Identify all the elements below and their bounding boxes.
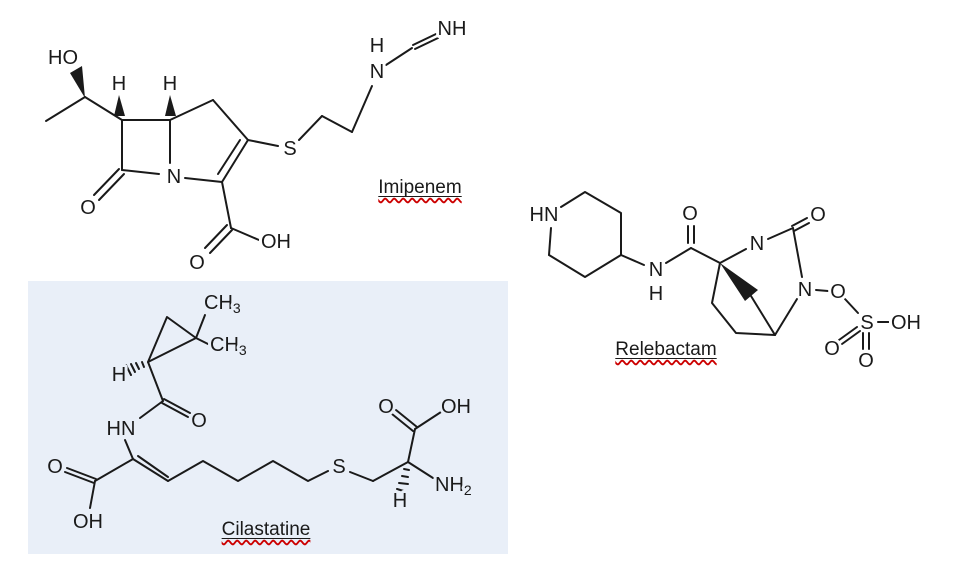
atom-label: O xyxy=(824,338,840,360)
atom-label: OH xyxy=(891,312,921,334)
stereo-wedge xyxy=(165,95,176,116)
cilastatine-atom-labels: CH3 CH3 H HN O O OH S H NH2 O OH xyxy=(44,289,475,536)
atom-label: O xyxy=(191,410,207,432)
imipenem-structure: HO H H N O O OH S H N NH xyxy=(45,15,469,277)
atom-label: H xyxy=(370,35,384,57)
atom-label: H xyxy=(393,490,407,512)
stereo-hash xyxy=(125,361,145,376)
atom-label: N xyxy=(798,279,812,301)
imipenem-atom-labels: HO H H N O O OH S H N NH xyxy=(45,15,469,277)
atom-label: H xyxy=(112,364,126,386)
cilastatine-bonds xyxy=(64,314,442,509)
atom-label: O xyxy=(80,197,96,219)
atom-label: O xyxy=(830,281,846,303)
cilastatine-label: Cilastatine xyxy=(221,519,311,540)
atom-label: OH xyxy=(73,511,103,533)
atom-label: OH xyxy=(441,396,471,418)
atom-label: OH xyxy=(261,231,291,253)
cilastatine-structure: CH3 CH3 H HN O O OH S H NH2 O OH xyxy=(44,289,475,536)
atom-label: HN xyxy=(530,204,559,226)
atom-label: O xyxy=(47,456,63,478)
cilastatine-highlight-box xyxy=(28,281,508,554)
atom-label: H xyxy=(649,283,663,305)
atom-label: NH2 xyxy=(435,474,472,498)
atom-label: CH3 xyxy=(210,334,247,358)
atom-label: N xyxy=(370,61,384,83)
relebactam-structure: HN N H O N O N O S OH O O xyxy=(527,191,924,375)
atom-label: H xyxy=(112,73,126,95)
relebactam-bonds xyxy=(548,191,892,350)
atom-label: N xyxy=(649,259,663,281)
atom-label: N xyxy=(750,233,764,255)
stereo-wedge xyxy=(720,263,758,301)
atom-label: S xyxy=(332,456,345,478)
atom-label: S xyxy=(283,138,296,160)
atom-label: HO xyxy=(48,47,78,69)
stereo-hash xyxy=(396,468,410,493)
atom-label: O xyxy=(189,252,205,274)
atom-label: CH3 xyxy=(204,292,241,316)
imipenem-bonds xyxy=(45,33,439,254)
atom-label: O xyxy=(378,396,394,418)
stereo-wedge xyxy=(114,95,125,116)
atom-label: HN xyxy=(107,418,136,440)
atom-label: H xyxy=(163,73,177,95)
atom-label: O xyxy=(682,203,698,225)
stereo-wedge xyxy=(70,66,85,98)
relebactam-atom-labels: HN N H O N O N O S OH O O xyxy=(527,200,924,375)
atom-label: NH xyxy=(438,18,467,40)
atom-label: S xyxy=(860,312,873,334)
atom-label: O xyxy=(810,204,826,226)
atom-label: O xyxy=(858,350,874,372)
relebactam-label: Relebactam xyxy=(615,339,717,360)
atom-label: N xyxy=(167,166,181,188)
imipenem-label: Imipenem xyxy=(378,177,462,198)
